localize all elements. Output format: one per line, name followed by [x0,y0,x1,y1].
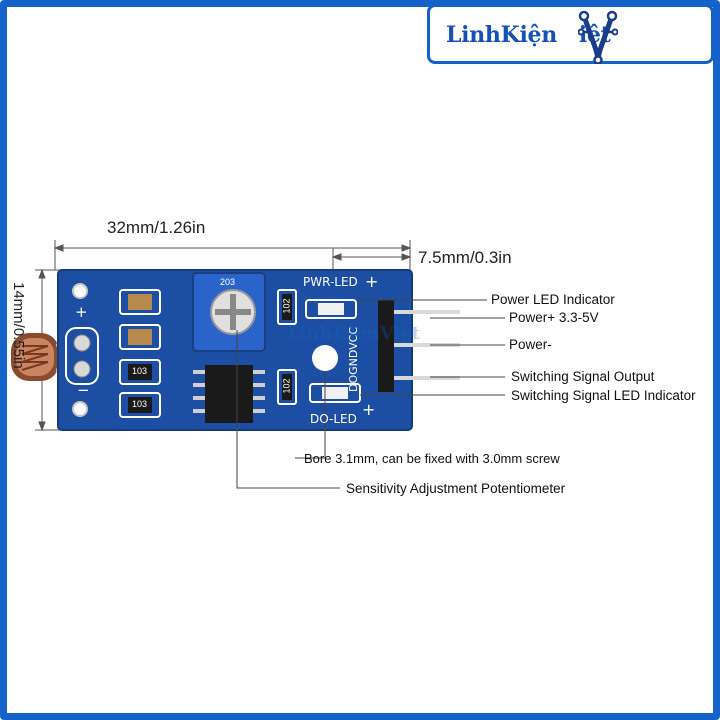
power-minus-callout: Power- [509,337,552,352]
do-plus-sign: + [362,400,376,419]
brand-name-text: LinhKiện [446,22,557,48]
switching-output-callout: Switching Signal Output [511,369,655,384]
switching-led-callout: Switching Signal LED Indicator [511,388,696,403]
resistor-code-2: 102 [281,378,292,394]
sensitivity-callout: Sensitivity Adjustment Potentiometer [346,481,566,496]
pin-dimension-line [331,248,412,270]
header-pins [378,300,460,392]
pin-length-label: 7.5mm/0.3in [418,248,512,267]
pwr-plus-sign: + [365,272,379,291]
resistor-code-4: 103 [132,399,148,409]
power-plus-callout: Power+ 3.3-5V [509,310,599,325]
bore-callout: Bore 3.1mm, can be fixed with 3.0mm scre… [304,451,560,466]
smd-resistors [277,289,297,405]
resistor-code-1: 102 [281,298,292,314]
callout-lines [236,299,505,489]
smd-capacitors [119,289,161,418]
pwr-led-label: PWR-LED [303,275,358,289]
ldr-minus-sign: − [77,381,90,399]
do-led [309,383,361,403]
ldr-plus-sign: + [75,303,88,321]
circuit-v-icon [578,10,618,64]
width-dimension-label: 32mm/1.26in [107,218,206,237]
do-led-label: DO-LED [310,412,357,426]
power-led-callout: Power LED Indicator [491,292,615,307]
resistor-code-3: 103 [132,366,148,376]
pwr-led [305,299,357,319]
watermark: LinhKiệnViệt [287,323,420,344]
potentiometer [192,272,266,352]
pot-code: 203 [220,277,236,287]
pcb-board [57,269,460,431]
comparator-ic [193,365,265,423]
width-dimension-line [53,240,412,270]
height-dimension-label: 14mm/0.55in [10,282,27,369]
